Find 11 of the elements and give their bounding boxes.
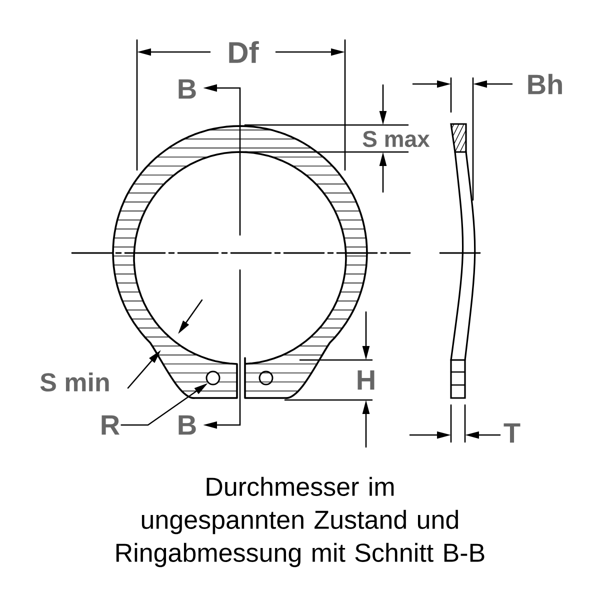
- dimension-label: Df: [225, 39, 261, 65]
- dimension-label: S min: [40, 372, 109, 392]
- dimension-label: H: [354, 368, 378, 392]
- dimension-label: B: [178, 79, 196, 99]
- dimension-label: B: [178, 415, 196, 435]
- dimension-label: S max: [360, 128, 432, 150]
- caption: Durchmesser im ungespannten Zustand und Ringabmessung mit Schnitt B-B: [116, 476, 484, 568]
- dimension-label: Bh: [528, 74, 562, 94]
- dimension-label: T: [504, 423, 520, 443]
- part-label: R: [102, 415, 120, 435]
- hole: [206, 370, 220, 386]
